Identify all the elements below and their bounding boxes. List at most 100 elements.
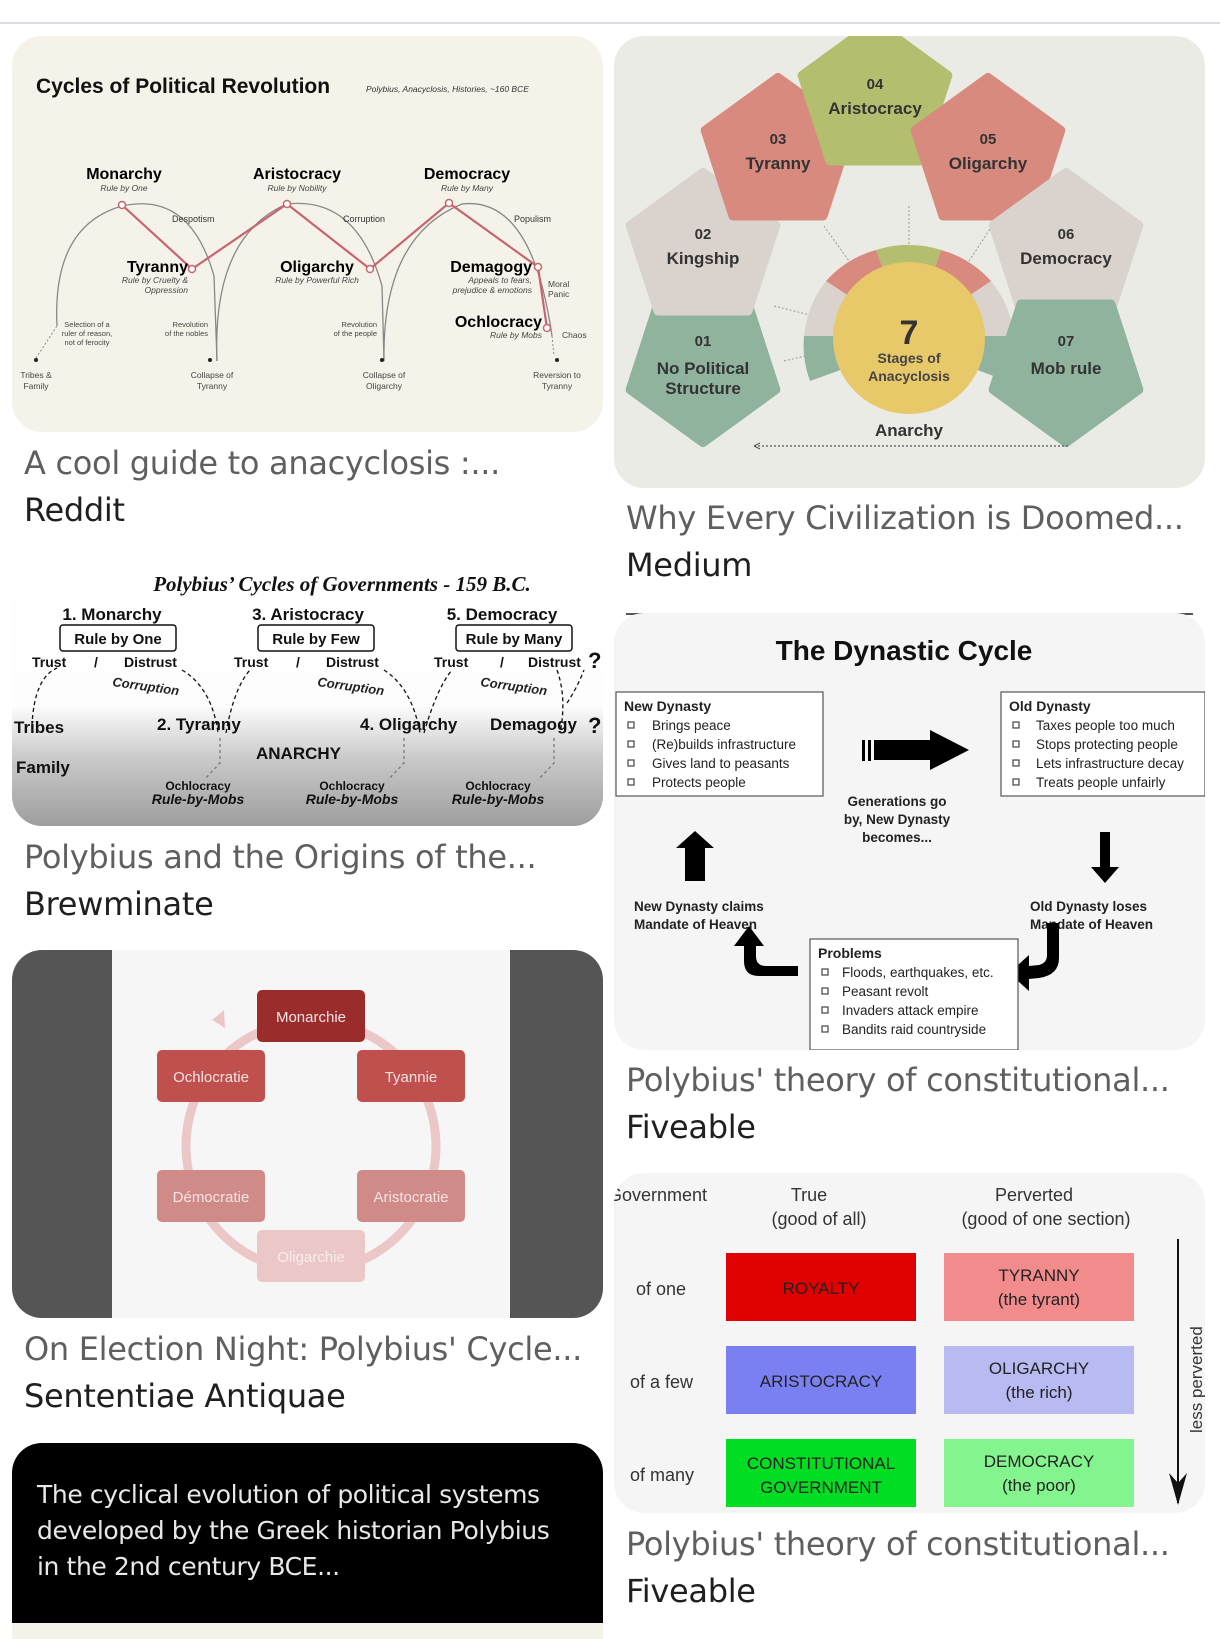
svg-text:Stages of: Stages of: [877, 350, 940, 366]
cycle-node: Aristocratie: [357, 1170, 465, 1222]
result-title[interactable]: Why Every Civilization is Doomed...: [626, 499, 1184, 537]
true-form-cell: [726, 1346, 916, 1414]
stage-number: 07: [1058, 333, 1075, 350]
cycle-node: Démocratie: [157, 1170, 265, 1222]
true-form-cell: [726, 1253, 916, 1321]
svg-text:4. Oligarchy: 4. Oligarchy: [360, 715, 458, 734]
center-circle: [833, 262, 985, 414]
perverted-form-label: TYRANNY: [998, 1266, 1079, 1285]
stage-number: 02: [695, 226, 712, 243]
result-title[interactable]: On Election Night: Polybius' Cycle...: [24, 1330, 582, 1368]
perverted-form-label: DEMOCRACY: [984, 1452, 1095, 1471]
cycles-diagram: Cycles of Political Revolution Polybius,…: [20, 75, 586, 391]
perverted-form-cell: [944, 1439, 1134, 1507]
cycle-ring-diagram: MonarchieTyannieAristocratieOligarchieDé…: [157, 990, 465, 1282]
stage-number: 05: [980, 131, 997, 148]
perverted-form-cell: [944, 1253, 1134, 1321]
svg-text:Tyranny: Tyranny: [197, 381, 228, 391]
center-number: 7: [900, 314, 919, 352]
result-card-cyclical-evolution[interactable]: The cyclical evolution of political syst…: [12, 1443, 603, 1639]
svg-text:Rule by Mobs: Rule by Mobs: [490, 330, 543, 340]
top-bar: [0, 0, 1220, 22]
anarchy-label: ANARCHY: [256, 744, 342, 763]
svg-text:(Re)builds infrastructure: (Re)builds infrastructure: [652, 737, 796, 752]
government-types-table: Government True (good of all) Perverted …: [614, 1185, 1205, 1507]
svg-text:New Dynasty: New Dynasty: [624, 698, 711, 714]
svg-text:Generations go: Generations go: [847, 794, 946, 809]
result-source: Brewminate: [24, 885, 214, 923]
svg-text:Corruption: Corruption: [343, 214, 385, 224]
svg-text:Despotism: Despotism: [172, 214, 215, 224]
stage-name: No Political: [657, 359, 750, 378]
svg-text:Floods, earthquakes, etc.: Floods, earthquakes, etc.: [842, 965, 994, 980]
svg-text:/: /: [94, 654, 98, 670]
true-form-label: CONSTITUTIONAL: [747, 1454, 895, 1473]
svg-text:Old Dynasty: Old Dynasty: [1009, 698, 1091, 714]
svg-text:Invaders attack empire: Invaders attack empire: [842, 1003, 979, 1018]
result-thumbnail[interactable]: The cyclical evolution of political syst…: [12, 1443, 603, 1639]
svg-text:/: /: [296, 654, 300, 670]
stage-name: Aristocracy: [828, 99, 922, 118]
svg-text:not of ferocity: not of ferocity: [64, 338, 109, 347]
true-form-label: ROYALTY: [783, 1279, 860, 1298]
svg-text:Lets infrastructure decay: Lets infrastructure decay: [1036, 756, 1184, 771]
svg-text:prejudice & emotions: prejudice & emotions: [452, 285, 533, 295]
tribes-label: Tribes: [14, 718, 64, 737]
stage-name: Structure: [665, 379, 741, 398]
less-perverted-label: less perverted: [1187, 1326, 1205, 1433]
svg-text:Stops protecting people: Stops protecting people: [1036, 737, 1178, 752]
result-card-reddit[interactable]: Cycles of Political Revolution Polybius,…: [12, 36, 603, 536]
result-thumbnail[interactable]: The Dynastic Cycle New Dynasty Brings pe…: [614, 613, 1205, 1050]
perverted-form-label: (the poor): [1002, 1476, 1076, 1495]
perverted-form-label: OLIGARCHY: [989, 1359, 1089, 1378]
stage-name: Mob rule: [1031, 359, 1102, 378]
stage-name: Democracy: [1020, 249, 1112, 268]
svg-text:Demagogy: Demagogy: [490, 715, 577, 734]
svg-text:Anacyclosis: Anacyclosis: [868, 368, 950, 384]
result-card-fiveable-dynastic[interactable]: The Dynastic Cycle New Dynasty Brings pe…: [614, 613, 1205, 1153]
svg-text:Bandits raid countryside: Bandits raid countryside: [842, 1022, 986, 1037]
anarchy-label: Anarchy: [875, 421, 944, 440]
svg-text:New Dynasty claims: New Dynasty claims: [634, 899, 764, 914]
result-thumbnail[interactable]: Government True (good of all) Perverted …: [614, 1173, 1205, 1513]
svg-text:Ochlocracy: Ochlocracy: [319, 779, 385, 793]
svg-text:Rule by Few: Rule by Few: [272, 631, 360, 648]
result-thumbnail[interactable]: Cycles of Political Revolution Polybius,…: [12, 36, 603, 432]
svg-text:Populism: Populism: [514, 214, 551, 224]
stage-name: Oligarchy: [949, 154, 1028, 173]
perverted-form-label: (the rich): [1005, 1383, 1072, 1402]
row-label: of one: [636, 1279, 686, 1299]
cycle-node-label: Tyannie: [385, 1069, 438, 1086]
dynastic-cycle-diagram: The Dynastic Cycle New Dynasty Brings pe…: [615, 635, 1205, 1050]
stage-number: 03: [770, 131, 787, 148]
table-row: of manyCONSTITUTIONALGOVERNMENTDEMOCRACY…: [630, 1439, 1134, 1507]
perverted-form-cell: [944, 1346, 1134, 1414]
svg-text:Rule-by-Mobs: Rule-by-Mobs: [152, 791, 245, 807]
svg-text:?: ?: [588, 713, 601, 738]
svg-text:Problems: Problems: [818, 945, 882, 961]
true-form-label: GOVERNMENT: [760, 1478, 882, 1497]
svg-text:2. Tyranny: 2. Tyranny: [157, 715, 241, 734]
svg-text:Ochlocracy: Ochlocracy: [465, 779, 531, 793]
svg-text:(good of all): (good of all): [771, 1209, 866, 1229]
result-title[interactable]: Polybius' theory of constitutional...: [626, 1525, 1170, 1563]
svg-text:Oligarchy: Oligarchy: [366, 381, 403, 391]
result-title[interactable]: Polybius and the Origins of the...: [24, 838, 537, 876]
cycle-node: Tyannie: [357, 1050, 465, 1102]
svg-text:Oppression: Oppression: [145, 285, 189, 295]
stage-name: Kingship: [667, 249, 740, 268]
row-label: of a few: [630, 1372, 694, 1392]
result-title[interactable]: A cool guide to anacyclosis :...: [24, 444, 501, 482]
svg-text:Rule by One: Rule by One: [74, 631, 162, 648]
cycle-node-label: Monarchie: [276, 1009, 346, 1026]
result-thumbnail[interactable]: Polybius’ Cycles of Governments - 159 B.…: [12, 558, 603, 826]
result-source: Reddit: [24, 491, 125, 529]
result-card-fiveable-table[interactable]: Government True (good of all) Perverted …: [614, 1173, 1205, 1639]
result-title[interactable]: Polybius' theory of constitutional...: [626, 1061, 1170, 1099]
result-card-brewminate[interactable]: Polybius’ Cycles of Governments - 159 B.…: [12, 558, 603, 928]
